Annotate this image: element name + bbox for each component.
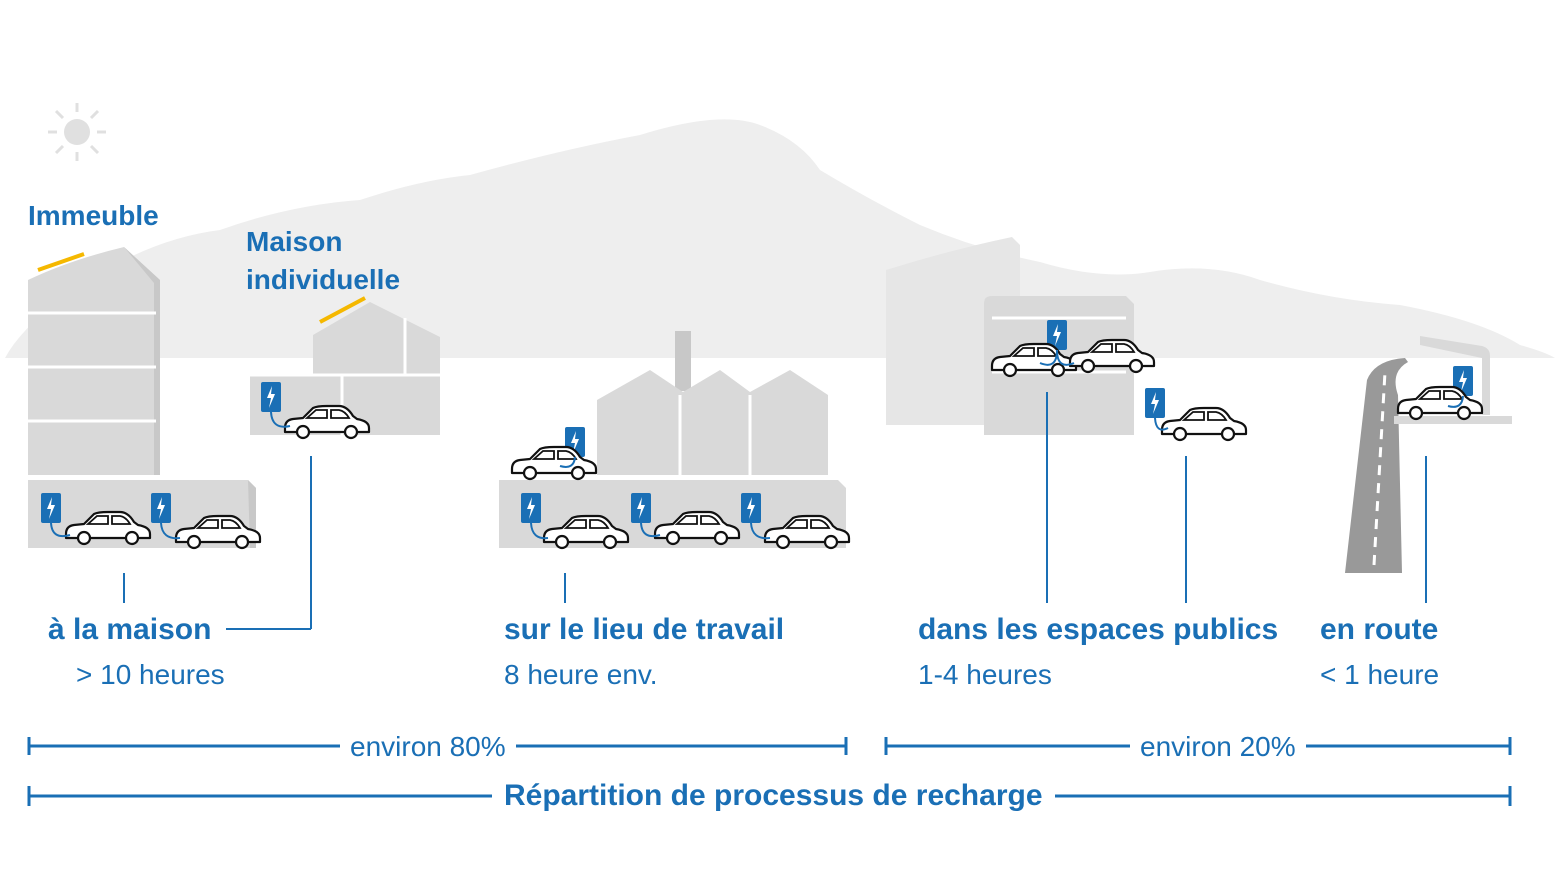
road-icon	[1345, 336, 1512, 573]
category-work-label: sur le lieu de travail	[504, 613, 785, 646]
share-right-label: environ 20%	[1130, 733, 1306, 761]
category-work-duration: 8 heure env.	[504, 659, 658, 690]
immeuble-label: Immeuble	[28, 200, 159, 231]
mountain-silhouette	[5, 119, 1555, 358]
share-left-label: environ 80%	[340, 733, 516, 761]
maison-label-line1: Maison	[246, 226, 343, 257]
category-home-duration: > 10 heures	[76, 659, 225, 690]
category-home-label: à la maison	[48, 613, 212, 646]
charging-cables	[50, 349, 1464, 540]
category-public-label: dans les espaces publics	[918, 613, 1279, 646]
category-road-label: en route	[1320, 613, 1439, 646]
maison-label-line2: individuelle	[246, 264, 401, 295]
sun-icon	[48, 103, 106, 161]
total-label: Répartition de processus de recharge	[492, 781, 1055, 811]
factory-icon	[499, 331, 846, 548]
connector-lines	[123, 392, 1427, 630]
public-building-icon	[886, 237, 1134, 435]
category-public-duration: 1-4 heures	[918, 659, 1052, 690]
house-icon	[250, 296, 440, 435]
category-road-duration: < 1 heure	[1320, 659, 1440, 690]
